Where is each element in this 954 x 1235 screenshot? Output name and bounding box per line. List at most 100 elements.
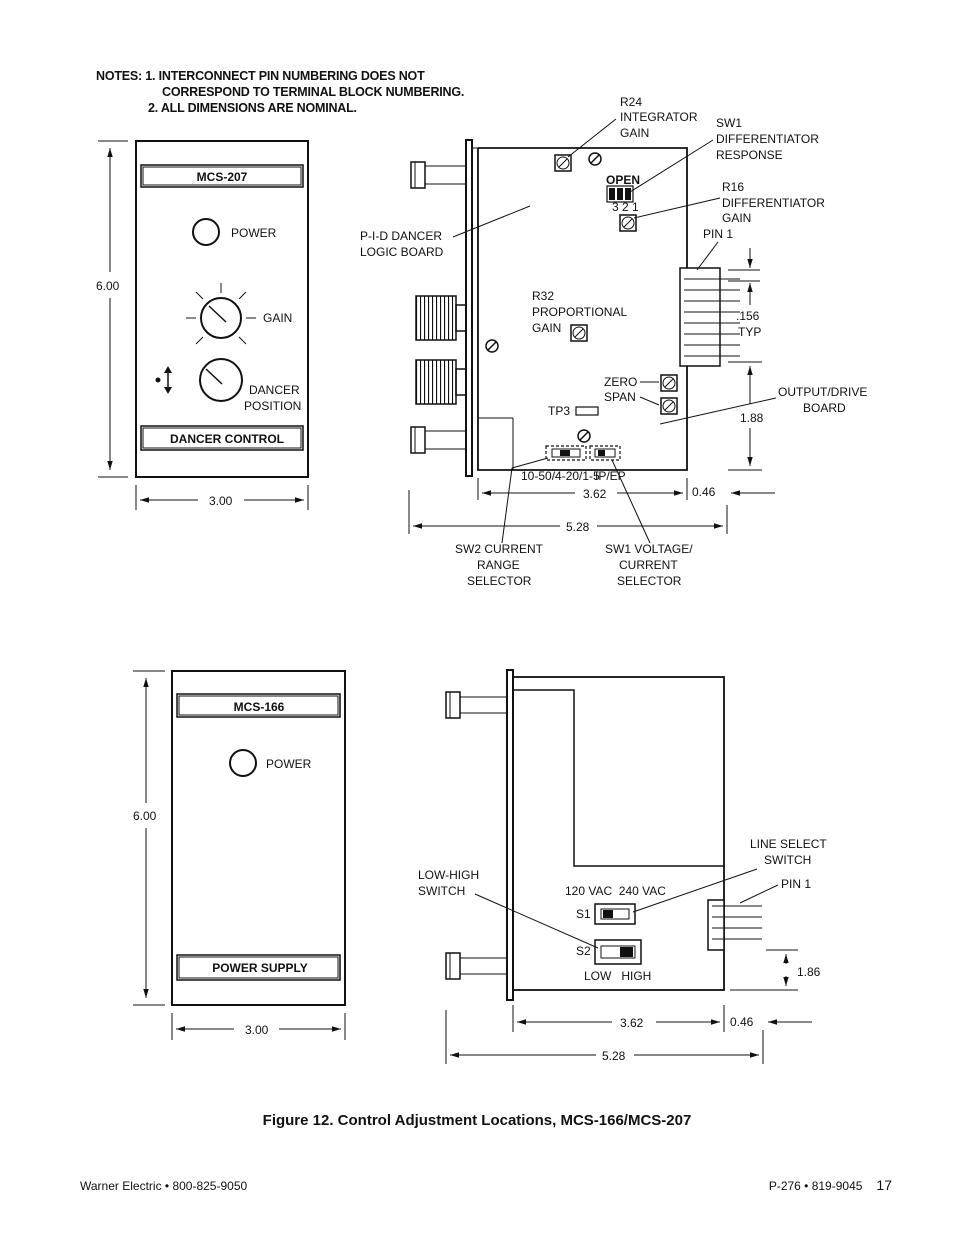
notes-block: NOTES: 1. INTERCONNECT PIN NUMBERING DOE… (96, 68, 464, 116)
sw1-voltage-current-switch[interactable] (589, 445, 621, 461)
r16-label-3: GAIN (722, 211, 751, 225)
line-select-label-1: LINE SELECT (750, 837, 827, 851)
sw1-label-1: SW1 (716, 116, 742, 130)
dancer-knob-side (415, 359, 457, 405)
mcs207-gain-knob[interactable] (186, 283, 256, 345)
screw-icon (588, 152, 602, 166)
figure-caption: Figure 12. Control Adjustment Locations,… (262, 1112, 692, 1129)
dim-188: 1.88 (740, 411, 764, 425)
gain-knob-side (415, 295, 457, 341)
mcs207-height-dim: 6.00 (96, 279, 120, 293)
output-drive-label-1: OUTPUT/DRIVE (778, 385, 867, 399)
note-1: NOTES: 1. INTERCONNECT PIN NUMBERING DOE… (96, 69, 425, 83)
mcs166-width-dim: 3.00 (245, 1023, 269, 1037)
low-high-labels: LOW HIGH (584, 969, 651, 983)
pid-label-2: LOGIC BOARD (360, 245, 444, 259)
line-select-label-2: SWITCH (764, 853, 811, 867)
mcs207-dimensions: 6.00 3.00 (96, 140, 309, 510)
mcs207-gain-label: GAIN (263, 311, 292, 325)
mcs207-width-dim: 3.00 (209, 494, 233, 508)
mcs207-dancer-position-knob[interactable] (199, 358, 243, 402)
sw1v-label-1: SW1 VOLTAGE/ (605, 542, 693, 556)
r24-label-3: GAIN (620, 126, 649, 140)
mcs166-side-labels: LINE SELECT SWITCH PIN 1 LOW-HIGH SWITCH… (418, 837, 827, 1064)
sw1-open-label: OPEN (606, 173, 640, 187)
mcs207-front-panel: MCS-207 POWER GAIN DANCER POSITION (135, 140, 309, 478)
sw1v-label-3: SELECTOR (617, 574, 682, 588)
r24-label-1: R24 (620, 95, 642, 109)
r32-proportional-pot[interactable] (570, 324, 588, 342)
page-number: 17 (876, 1177, 892, 1193)
vac-labels: 120 VAC 240 VAC (565, 884, 666, 898)
s2-label: S2 (576, 944, 591, 958)
span-pot[interactable] (660, 397, 678, 415)
mcs207-side-view: OPEN 3 2 1 (410, 139, 740, 483)
dim-362-166: 3.62 (620, 1016, 644, 1030)
zero-label: ZERO (604, 375, 637, 389)
r24-integrator-pot[interactable] (554, 154, 572, 172)
pin1-label: PIN 1 (703, 227, 733, 241)
tp3-label: TP3 (548, 404, 570, 418)
r16-differentiator-pot[interactable] (619, 214, 637, 232)
mcs166-height-dim: 6.00 (133, 809, 157, 823)
screw-icon (485, 339, 499, 353)
dim-362: 3.62 (583, 487, 607, 501)
mcs166-front-panel: MCS-166 POWER POWER SUPPLY (171, 670, 346, 1006)
note-2: 2. ALL DIMENSIONS ARE NOMINAL. (148, 101, 357, 115)
s1-line-select-switch[interactable] (594, 903, 636, 925)
mcs166-power-label: POWER (266, 757, 312, 771)
mcs207-power-led (192, 218, 220, 246)
mcs166-title: MCS-166 (234, 700, 285, 714)
updown-arrow-icon (155, 366, 172, 394)
footer-doc-info: P-276 • 819-9045 17 (769, 1177, 892, 1193)
mcs207-footer-label: DANCER CONTROL (170, 432, 284, 446)
dim-186: 1.86 (797, 965, 821, 979)
mcs207-power-label: POWER (231, 226, 277, 240)
sw2-label-3: SELECTOR (467, 574, 532, 588)
footer-company: Warner Electric • 800-825-9050 (80, 1179, 248, 1193)
mcs207-dancer-label-1: DANCER (249, 383, 300, 397)
mcs207-title: MCS-207 (197, 170, 248, 184)
sw1-label-2: DIFFERENTIATOR (716, 132, 819, 146)
r32-label-1: R32 (532, 289, 554, 303)
dim-046: 0.46 (692, 485, 716, 499)
zero-pot[interactable] (660, 374, 678, 392)
s1-label: S1 (576, 907, 591, 921)
lowhigh-label-2: SWITCH (418, 884, 465, 898)
r32-label-2: PROPORTIONAL (532, 305, 627, 319)
dim-528: 5.28 (566, 520, 590, 534)
pid-label-1: P-I-D DANCER (360, 229, 442, 243)
pitch-label-2: TYP (738, 325, 761, 339)
footer-doc-number: P-276 • 819-9045 (768, 1179, 863, 1193)
r16-label-2: DIFFERENTIATOR (722, 196, 825, 210)
r24-label-2: INTEGRATOR (620, 110, 698, 124)
s2-low-high-switch[interactable] (594, 939, 642, 965)
pitch-label-1: .156 (736, 309, 760, 323)
sw2-label-2: RANGE (477, 558, 520, 572)
screw-icon (577, 429, 591, 443)
mcs166-power-led (229, 749, 257, 777)
mcs166-side-view (445, 669, 762, 1001)
note-1-continued: CORRESPOND TO TERMINAL BLOCK NUMBERING. (162, 85, 465, 99)
r16-label-1: R16 (722, 180, 744, 194)
sw1-differentiator-dip[interactable] (606, 185, 634, 203)
sw1v-label-2: CURRENT (619, 558, 678, 572)
sw1-label-3: RESPONSE (716, 148, 783, 162)
mcs207-dancer-label-2: POSITION (244, 399, 301, 413)
pin1-166-label: PIN 1 (781, 877, 811, 891)
tp3-testpoint (575, 406, 599, 416)
sw2-label-1: SW2 CURRENT (455, 542, 544, 556)
sw1-numbers: 3 2 1 (612, 200, 639, 214)
mcs207-side-labels: R24 INTEGRATOR GAIN SW1 DIFFERENTIATOR R… (360, 95, 867, 588)
mcs166-footer-label: POWER SUPPLY (212, 961, 308, 975)
mcs166-dimensions: 6.00 3.00 (133, 670, 346, 1040)
r32-label-3: GAIN (532, 321, 561, 335)
lowhigh-label-1: LOW-HIGH (418, 868, 479, 882)
dim-046-166: 0.46 (730, 1015, 754, 1029)
sw2-current-range-switch[interactable] (545, 445, 587, 461)
dim-528-166: 5.28 (602, 1049, 626, 1063)
range-label: 10-50/4-20/1-5 (521, 469, 600, 483)
span-label: SPAN (604, 390, 636, 404)
output-drive-label-2: BOARD (803, 401, 846, 415)
